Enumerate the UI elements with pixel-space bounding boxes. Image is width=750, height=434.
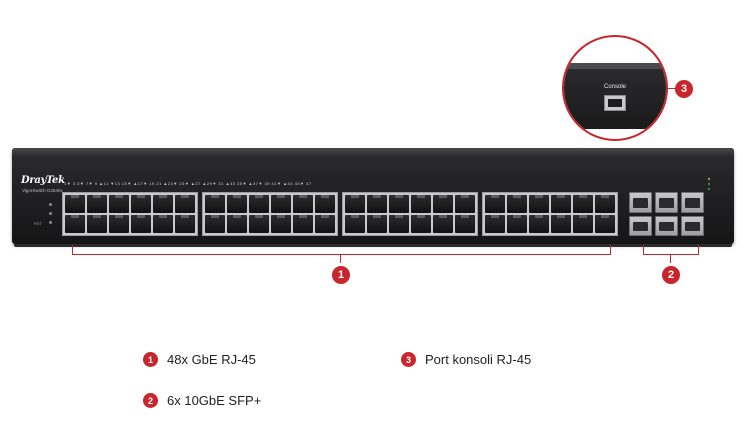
led-icon (708, 178, 710, 180)
rj45-port (433, 215, 453, 233)
rj45-port (315, 215, 335, 233)
rj45-port (109, 215, 129, 233)
sfp-port (629, 215, 652, 236)
sfp-port (655, 215, 678, 236)
rj45-port (411, 215, 431, 233)
rj45-port (227, 195, 247, 213)
callout-1-badge: 1 (332, 266, 350, 284)
legend-label: 48x GbE RJ-45 (167, 352, 256, 367)
legend-item-console: 3 Port konsoli RJ-45 (401, 352, 531, 367)
reset-label: RST (34, 221, 42, 226)
sfp-port (681, 215, 704, 236)
rj45-port (529, 215, 549, 233)
rj45-port (507, 215, 527, 233)
rj45-port (271, 215, 291, 233)
legend-label: Port konsoli RJ-45 (425, 352, 532, 367)
led-icon (708, 188, 710, 190)
rj45-port (389, 195, 409, 213)
rj45-port (595, 215, 615, 233)
port-number-labels: 1▼ 3 5▼ 7▼ 9 ▲11 ▼13 15▼ ▲17▼ 19 21 ▲23▼… (64, 181, 312, 186)
chassis-bottom-edge (14, 244, 732, 247)
rj45-port (433, 195, 453, 213)
legend-badge: 2 (143, 393, 158, 408)
console-port (604, 95, 626, 111)
rj45-port (367, 195, 387, 213)
rj45-port (87, 195, 107, 213)
rj45-port (131, 215, 151, 233)
status-leds (49, 203, 52, 230)
rj45-port-block-1 (62, 192, 198, 236)
rj45-port (551, 195, 571, 213)
rj45-port (109, 195, 129, 213)
rj45-port (345, 215, 365, 233)
rj45-port (293, 195, 313, 213)
rj45-port-block-2 (202, 192, 338, 236)
led-icon (708, 183, 710, 185)
led-icon (49, 212, 52, 215)
rj45-port (315, 195, 335, 213)
rj45-port (131, 195, 151, 213)
sfp-port (655, 192, 678, 213)
rj45-port (65, 195, 85, 213)
rj45-port (389, 215, 409, 233)
sfp-port (629, 192, 652, 213)
legend-badge: 1 (143, 352, 158, 367)
rj45-port (249, 215, 269, 233)
legend-item-rj45: 1 48x GbE RJ-45 (143, 352, 256, 367)
callout-3-badge: 3 (675, 80, 693, 98)
rj45-port (175, 215, 195, 233)
led-icon (49, 203, 52, 206)
sfp-port (681, 192, 704, 213)
rj45-port (573, 215, 593, 233)
rj45-port (455, 215, 475, 233)
console-label: Console (603, 84, 626, 90)
rj45-port (227, 215, 247, 233)
rj45-bracket-stem (340, 254, 342, 263)
rj45-port-block-3 (342, 192, 478, 236)
switch-chassis: DrayTek VigorSwitch G2540x RST 1▼ 3 5▼ 7… (12, 148, 734, 247)
legend-badge: 3 (401, 352, 416, 367)
rj45-port (595, 195, 615, 213)
brand-logo: DrayTek (21, 175, 65, 186)
rj45-port (153, 195, 173, 213)
rj45-port (551, 215, 571, 233)
rj45-port (485, 215, 505, 233)
rj45-port (65, 215, 85, 233)
sfp-bracket-stem (670, 254, 672, 263)
rj45-port (175, 195, 195, 213)
legend-item-sfp: 2 6x 10GbE SFP+ (143, 393, 261, 408)
chassis-top-edge (12, 148, 734, 156)
rj45-port (87, 215, 107, 233)
rj45-port (249, 195, 269, 213)
callout-2-badge: 2 (662, 266, 680, 284)
rj45-port (367, 215, 387, 233)
rj45-port (507, 195, 527, 213)
rj45-port (345, 195, 365, 213)
rj45-port (293, 215, 313, 233)
rj45-port (529, 195, 549, 213)
legend-label: 6x 10GbE SFP+ (167, 393, 262, 408)
zoom-panel-edge (564, 63, 666, 71)
rj45-port (455, 195, 475, 213)
led-icon (49, 221, 52, 224)
model-label: VigorSwitch G2540x (22, 188, 63, 193)
rj45-port (205, 215, 225, 233)
console-zoom-callout: Console (562, 35, 668, 141)
rj45-port (153, 215, 173, 233)
sfp-port-block (629, 192, 704, 236)
rj45-port-block-4 (482, 192, 618, 236)
rj45-port (573, 195, 593, 213)
rj45-port (485, 195, 505, 213)
rj45-port (411, 195, 431, 213)
rj45-port (205, 195, 225, 213)
sfp-status-leds (708, 178, 710, 193)
callout-3-line (667, 88, 676, 90)
rj45-bracket (72, 245, 611, 255)
rj45-port (271, 195, 291, 213)
